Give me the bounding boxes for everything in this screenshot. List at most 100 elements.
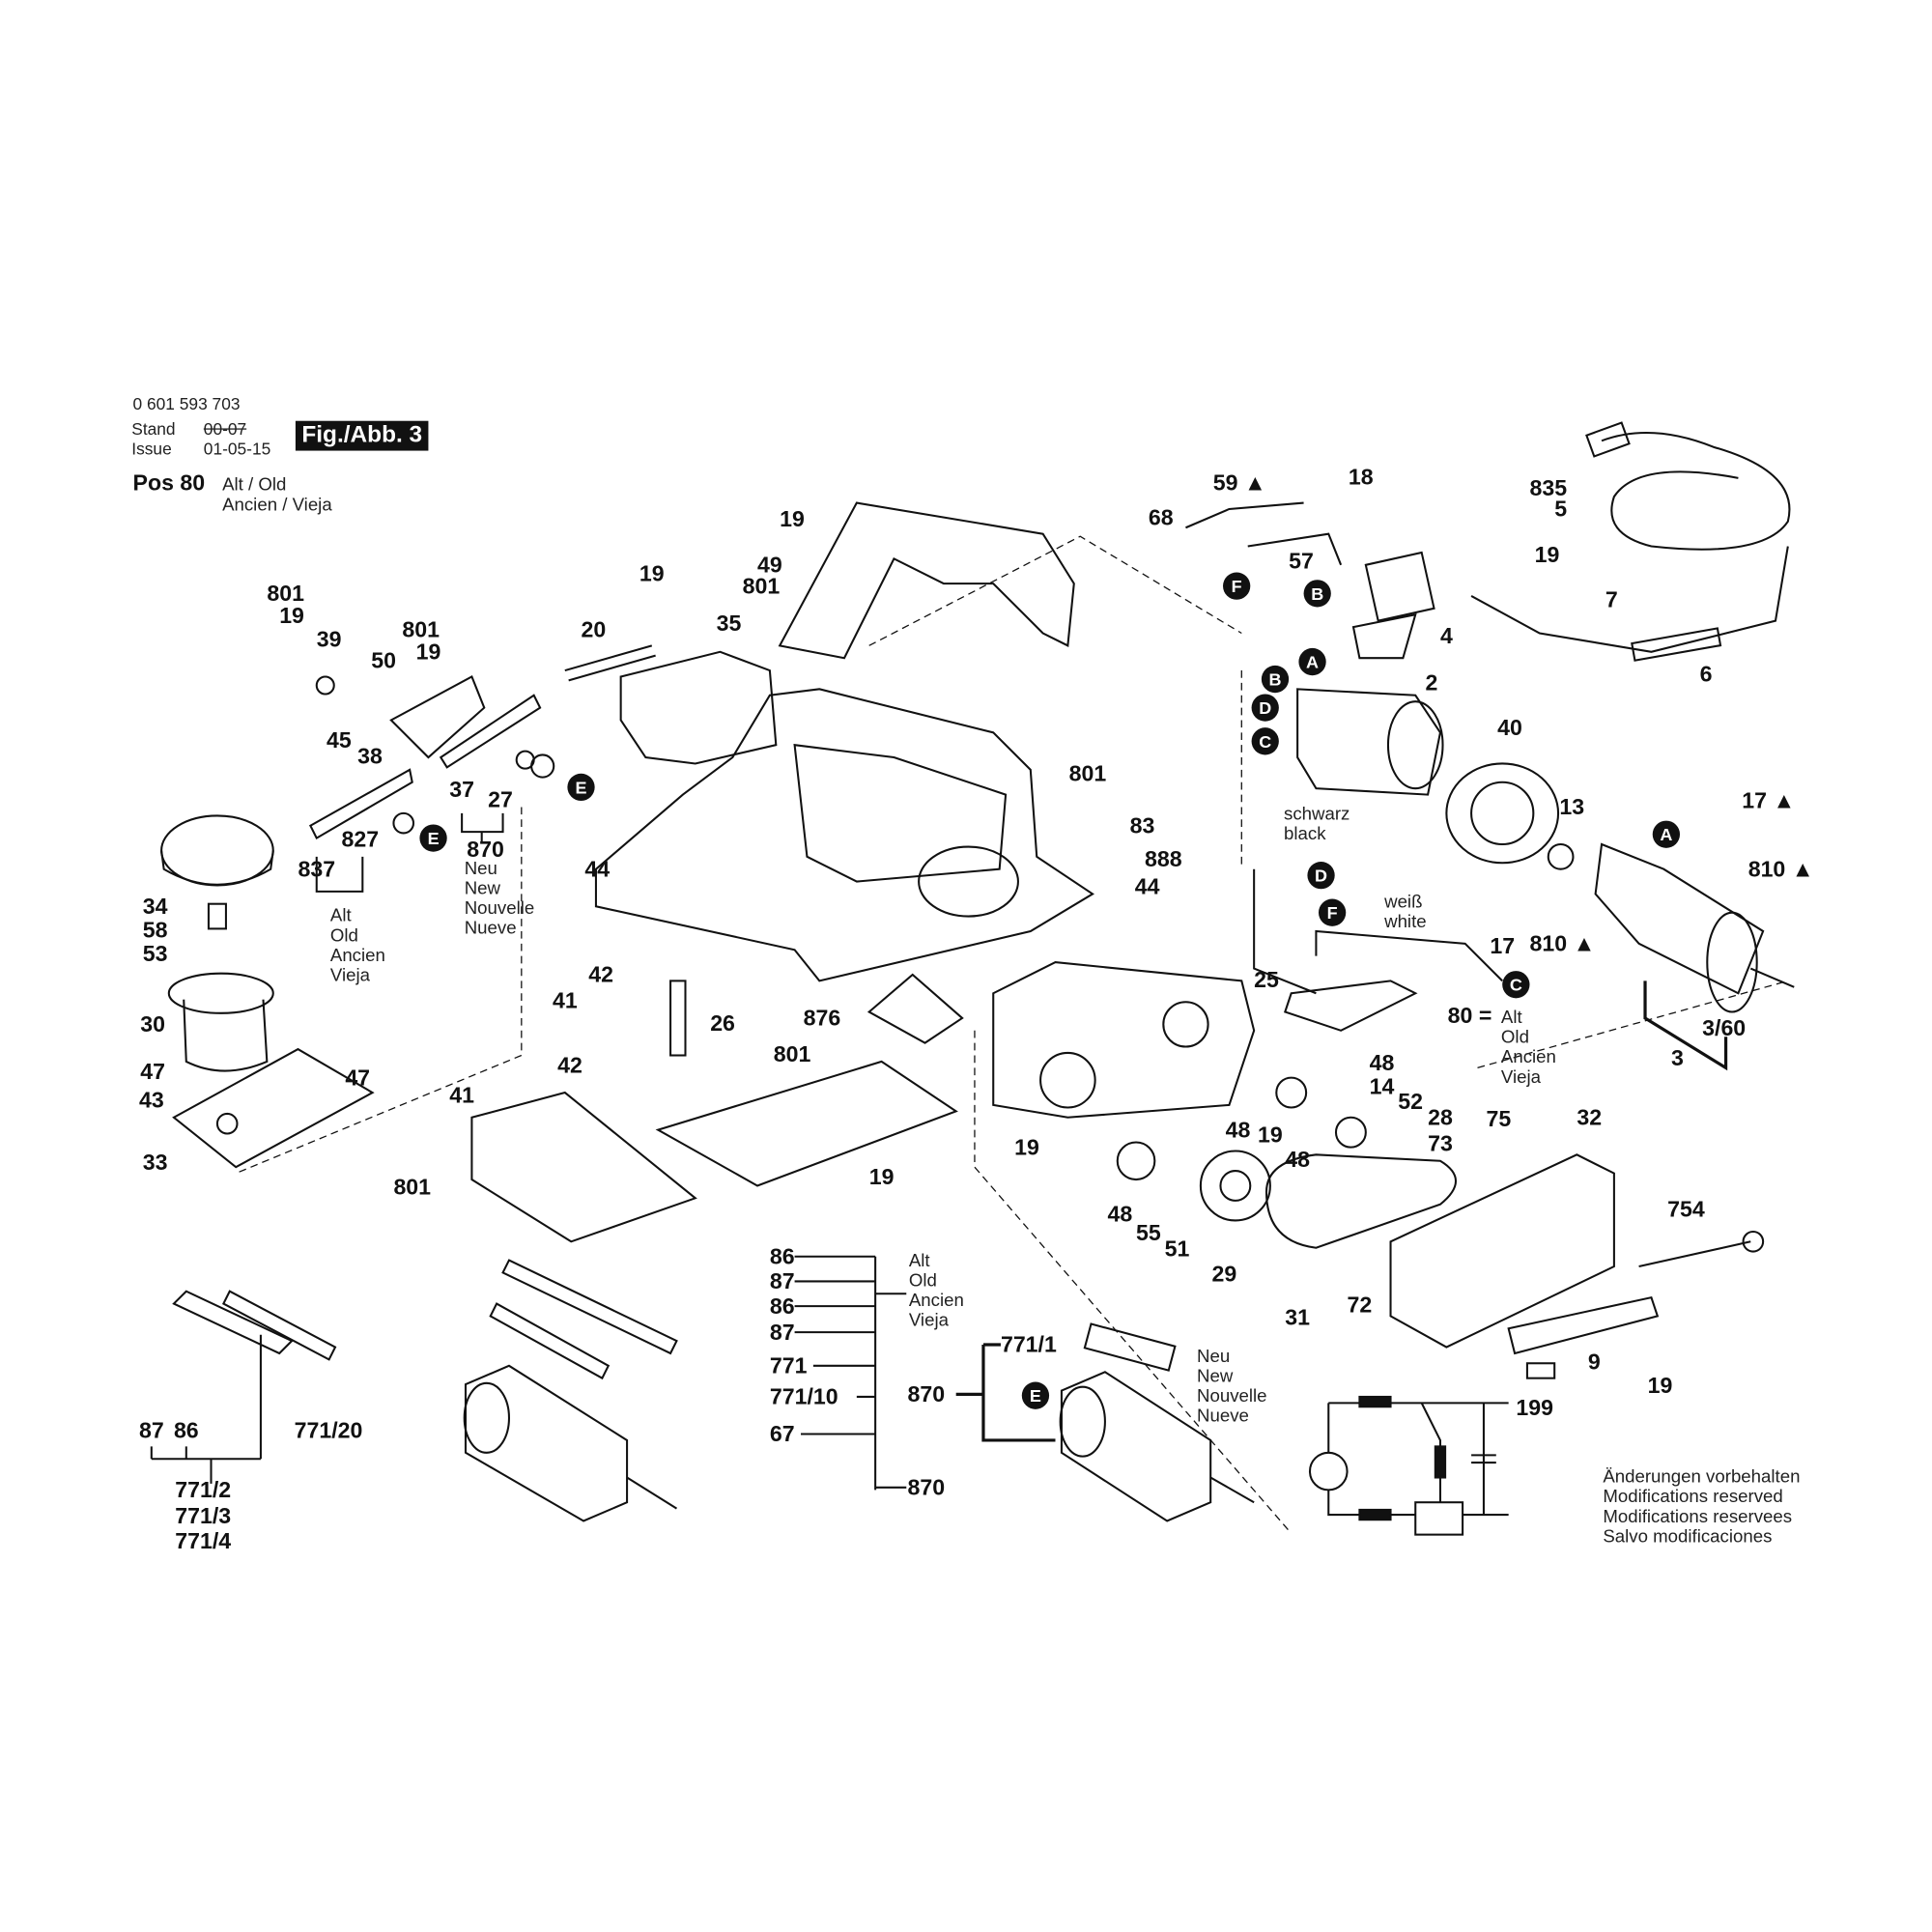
part-callout: 19 (780, 506, 805, 532)
pos-label: Pos 80 (132, 470, 206, 496)
part-stator (1296, 688, 1442, 796)
part-callout: 870 (907, 1381, 946, 1407)
new-870-text: New (464, 878, 500, 899)
connection-marker-c: C (1251, 727, 1279, 755)
part-callout: 48 (1285, 1147, 1311, 1173)
part-callout: 19 (279, 603, 304, 629)
part-callout: 876 (803, 1006, 841, 1031)
connection-marker-e: E (567, 773, 595, 802)
part-callout: 30 (140, 1011, 165, 1037)
connection-marker-c: C (1502, 971, 1530, 999)
connection-marker-e: E (1021, 1381, 1050, 1409)
part-callout: 48 (1369, 1050, 1395, 1076)
part-callout: 7 (1605, 586, 1618, 612)
old-blades-text: Vieja (908, 1311, 949, 1331)
part-callout: 41 (552, 988, 578, 1013)
part-callout: 771/1 (1000, 1332, 1057, 1357)
part-callout: 19 (639, 560, 665, 586)
part-callout: 771/10 (769, 1384, 838, 1409)
issue-label: Issue (131, 439, 172, 459)
part-callout: 44 (584, 856, 611, 882)
pos-alt-1: Alt / Old (222, 475, 287, 496)
part-callout: 810 ▲ (1529, 930, 1596, 956)
part-number: 0 601 593 703 (132, 394, 241, 414)
part-callout: 31 (1285, 1304, 1311, 1330)
wire-white-text: white (1384, 912, 1427, 933)
part-callout: 73 (1428, 1130, 1453, 1156)
part-33 (172, 1047, 375, 1169)
part-callout: 771/4 (175, 1528, 232, 1553)
connection-marker-e: E (419, 824, 447, 852)
part-handle-cover (778, 501, 1075, 660)
part-callout: 38 (357, 743, 383, 769)
part-callout: 801 (742, 573, 781, 599)
stand-old-date: 00-07 (203, 419, 247, 439)
part-callout: 19 (1258, 1122, 1283, 1148)
part-callout: 801 (1068, 760, 1107, 786)
part-callout: 50 (371, 647, 397, 673)
part-callout: 45 (327, 727, 352, 753)
part-callout: 83 (1129, 812, 1155, 838)
part-callout: 47 (140, 1059, 165, 1085)
part-callout: 55 (1136, 1220, 1161, 1246)
part-callout: 29 (1211, 1261, 1237, 1287)
part-callout: 19 (415, 639, 441, 665)
part-callout: 888 (1145, 846, 1182, 872)
part-callout: 19 (1014, 1134, 1039, 1160)
part-callout: 42 (557, 1052, 582, 1078)
part-callout: 754 (1667, 1197, 1705, 1222)
part-callout: 14 (1369, 1073, 1395, 1099)
part-callout: 80 = (1447, 1003, 1492, 1029)
part-callout: 59 ▲ (1212, 470, 1266, 496)
part-callout: 86 (769, 1243, 795, 1269)
notes-text: Änderungen vorbehalten (1603, 1467, 1801, 1488)
connection-marker-f: F (1318, 898, 1347, 926)
part-callout: 771 (769, 1352, 808, 1378)
part-belt-cover (1389, 1153, 1615, 1349)
connection-marker-f: F (1223, 572, 1251, 600)
part-callout: 2 (1425, 670, 1438, 696)
part-callout: 18 (1348, 464, 1374, 490)
wire-black-text: schwarz (1284, 804, 1350, 825)
part-callout: 51 (1164, 1236, 1190, 1262)
part-callout: 25 (1254, 967, 1279, 992)
old-80-text: Vieja (1500, 1067, 1542, 1088)
part-callout: 42 (588, 962, 613, 987)
new-771-1-text: Nouvelle (1197, 1386, 1267, 1407)
part-callout: 86 (769, 1293, 795, 1319)
part-callout: 19 (1534, 542, 1560, 568)
part-callout: 27 (488, 786, 513, 812)
part-callout: 6 (1699, 662, 1713, 687)
part-callout: 44 (1134, 873, 1160, 899)
part-callout: 49 (757, 552, 782, 578)
part-callout: 48 (1225, 1117, 1251, 1143)
notes-text: Modifications reservees (1603, 1507, 1793, 1527)
part-callout: 17 ▲ (1742, 788, 1796, 813)
part-callout: 810 ▲ (1747, 856, 1814, 882)
wiring-schematic (1308, 1395, 1509, 1536)
old-blades-text: Ancien (908, 1291, 964, 1312)
part-callout: 57 (1289, 549, 1314, 574)
part-callout: 870 (467, 837, 504, 862)
old-blades-text: Alt (908, 1251, 930, 1272)
part-callout: 801 (393, 1174, 432, 1200)
part-callout: 771/20 (294, 1417, 363, 1443)
part-housing (594, 688, 1094, 982)
new-870-text: Nouvelle (464, 898, 535, 920)
part-callout: 4 (1439, 623, 1453, 648)
part-callout: 801 (773, 1041, 811, 1067)
part-callout: 75 (1486, 1106, 1512, 1131)
part-callout: 87 (138, 1417, 164, 1443)
part-callout: 43 (138, 1087, 164, 1113)
part-callout: 68 (1148, 505, 1174, 530)
connection-marker-d: D (1307, 861, 1335, 890)
part-callout: 86 (173, 1417, 199, 1443)
part-callout: 13 (1559, 794, 1585, 820)
part-callout: 26 (710, 1010, 735, 1036)
part-belt (1264, 1153, 1457, 1249)
new-870-text: Neu (464, 859, 497, 879)
part-callout: 47 (345, 1065, 371, 1091)
connection-marker-d: D (1251, 694, 1279, 722)
old-837-text: Vieja (329, 965, 370, 986)
part-callout: 72 (1347, 1292, 1373, 1318)
